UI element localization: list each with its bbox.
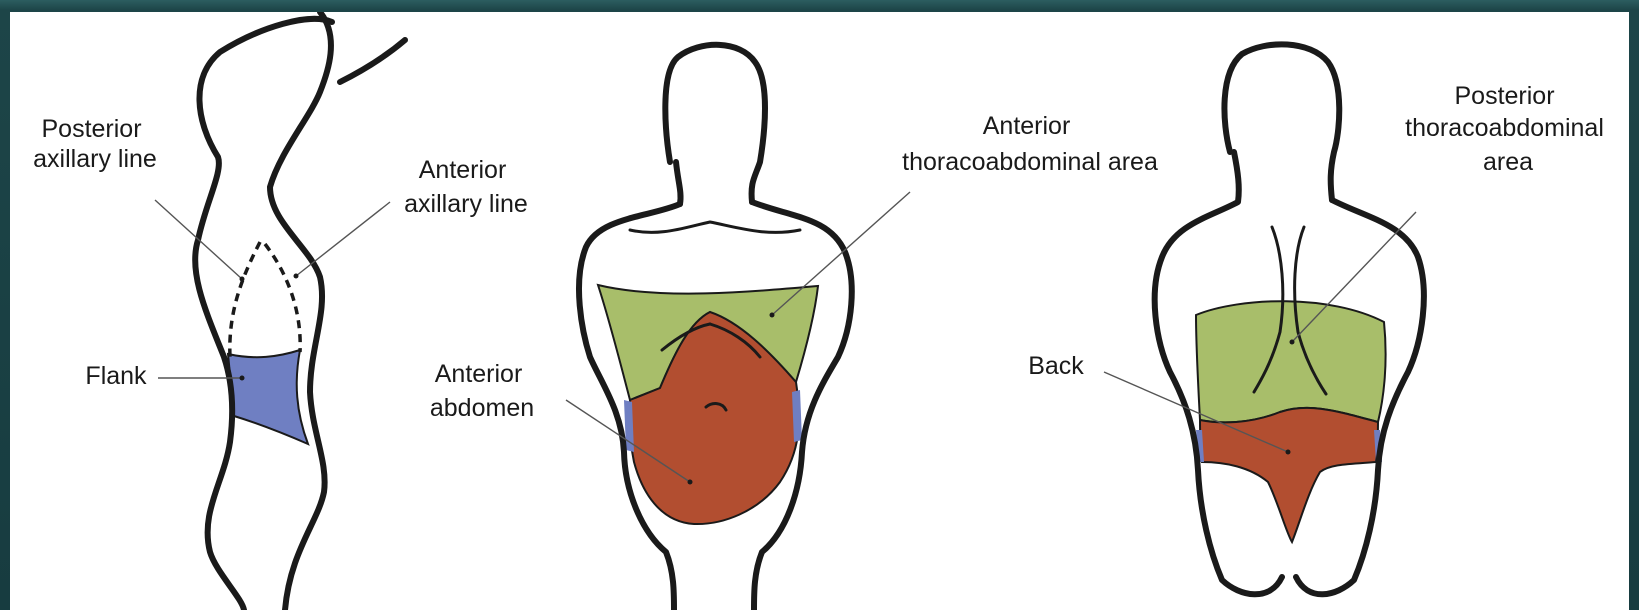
anterior-axillary-dashed-line [265,244,300,352]
leader-dot [294,274,299,279]
flank-region [228,350,308,444]
leader-dot [770,313,775,318]
side-view-front-outline [270,12,331,610]
raised-arm-outline [340,40,405,82]
posterior-axillary-line-label: Posterior axillary line [33,115,157,173]
posterior-axillary-dashed-line [230,242,260,357]
leader-dot [240,376,245,381]
back-label: Back [1028,352,1084,380]
flank-label: Flank [85,362,147,390]
front-view-figure: Anterior thoracoabdominal area Anterior … [430,45,1158,610]
anterior-axillary-line-label: Anterior axillary line [404,156,528,218]
leader-dot [1286,450,1291,455]
anterior-axillary-leader [296,202,390,276]
figure-panel: Posterior axillary line Anterior axillar… [10,12,1629,610]
anatomy-regions-diagram: Posterior axillary line Anterior axillar… [10,12,1629,610]
anterior-thoracoabdominal-leader [772,192,910,315]
leader-dot [240,277,245,282]
side-view-figure: Posterior axillary line Anterior axillar… [33,12,528,610]
posterior-thoracoabdominal-region [1196,301,1386,422]
back-view-figure: Posterior thoracoabdominal area Back [1028,44,1611,594]
anterior-thoracoabdominal-area-label: Anterior thoracoabdominal area [902,112,1158,176]
back-head-outline [1224,44,1339,200]
leader-dot [1290,340,1295,345]
front-neck-outline [676,162,681,204]
leader-dot [688,480,693,485]
anterior-abdomen-label: Anterior abdomen [430,360,534,422]
back-region [1200,408,1378,542]
front-collar-line [630,222,800,232]
posterior-thoracoabdominal-area-label: Posterior thoracoabdominal area [1405,82,1611,176]
